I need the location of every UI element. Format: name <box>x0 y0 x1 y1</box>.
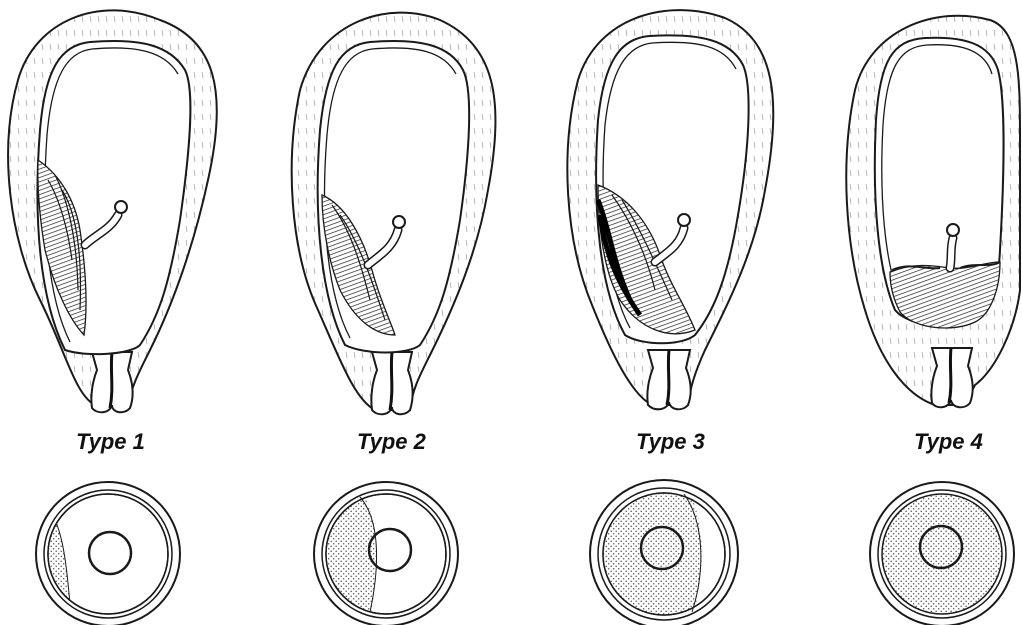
cross-section-type-1 <box>36 482 180 625</box>
uterus-drawing-type-2 <box>292 13 496 415</box>
type-2-label: Type 2 <box>357 429 427 454</box>
type-4-label: Type 4 <box>914 429 983 454</box>
uterus-drawing-type-1 <box>8 10 217 412</box>
type-1-label: Type 1 <box>76 429 145 454</box>
cross-section-type-3 <box>590 480 738 625</box>
uterus-drawing-type-4 <box>846 16 1020 408</box>
cross-section-type-4 <box>870 482 1014 625</box>
cross-section-type-2 <box>314 482 458 625</box>
uterus-drawing-type-3 <box>567 10 773 409</box>
type-3-label: Type 3 <box>636 429 705 454</box>
